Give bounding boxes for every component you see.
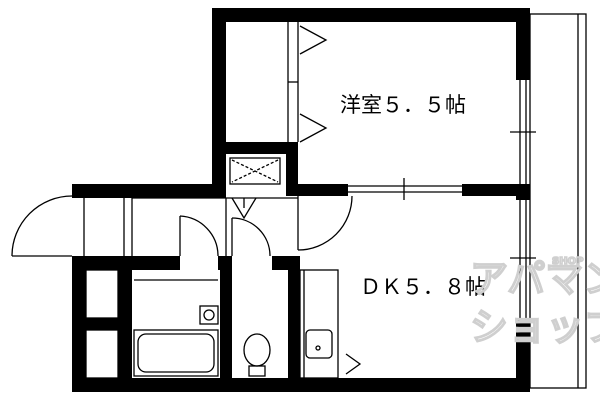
dk-room-label: ＤＫ５．８帖 — [360, 275, 486, 299]
western-room-label: 洋室５．５帖 — [340, 93, 466, 117]
watermark-logo: アパマン ショップ SHOP — [469, 255, 600, 350]
walls — [72, 8, 530, 392]
watermark-small: SHOP — [552, 256, 583, 267]
watermark-line1: アパマン — [470, 257, 600, 301]
thin-lines — [11, 13, 587, 389]
watermark-line2: ショップ — [470, 305, 600, 349]
